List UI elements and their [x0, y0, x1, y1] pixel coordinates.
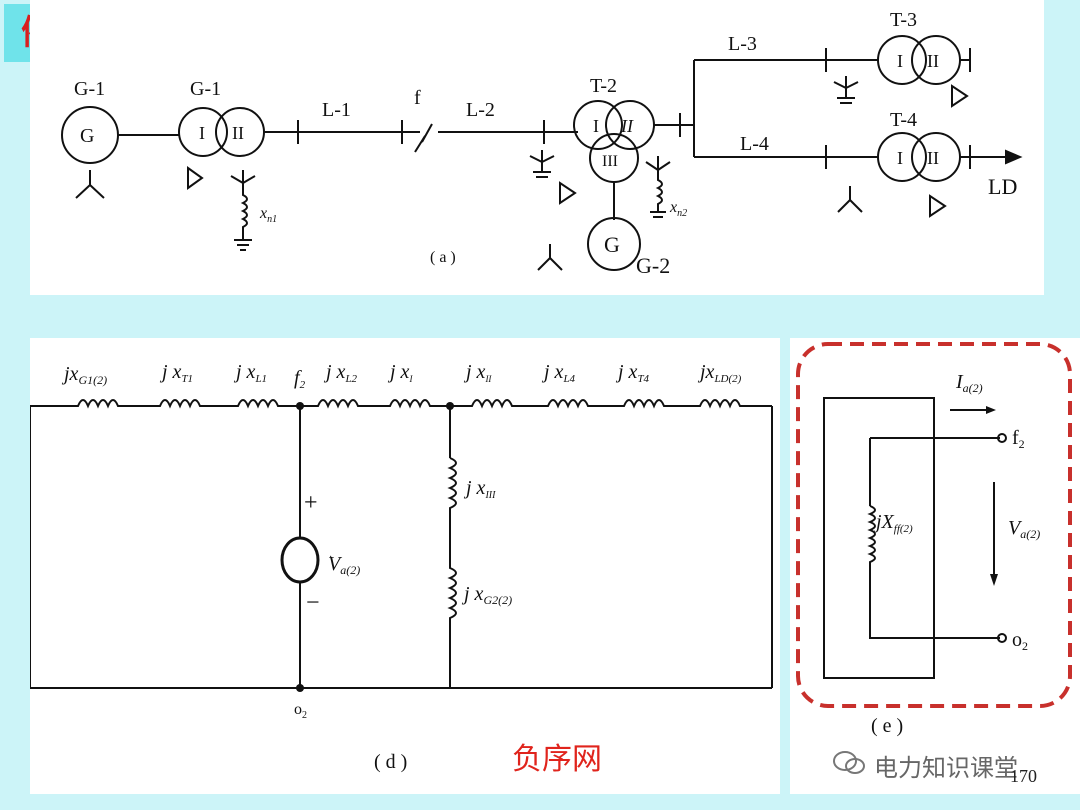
- t2-label: T-2: [590, 75, 617, 97]
- label-xld: jxLD(2): [697, 361, 742, 385]
- label-xff: jXff(2): [873, 511, 913, 535]
- label-xii: j xII: [463, 361, 492, 384]
- label-ia2: Ia(2): [955, 371, 983, 395]
- label-xl1: j xL1: [233, 361, 267, 385]
- label-xt4: j xT4: [615, 361, 650, 385]
- transformer-t1-winding1: [178, 107, 228, 157]
- node-f2: [296, 402, 304, 410]
- label-xg1: jxG1(2): [61, 363, 107, 387]
- network-subtitle: 负序网: [512, 742, 602, 777]
- t2-winding-1: I: [593, 116, 599, 136]
- label-xm: j xIII: [463, 477, 496, 501]
- g2-label: G-2: [636, 253, 670, 278]
- l3-label: L-3: [728, 33, 757, 55]
- label-e-va2: Va(2): [1008, 517, 1040, 541]
- minus-sign: −: [306, 590, 320, 616]
- xn1-label: xn1: [259, 205, 277, 225]
- node-junction: [446, 402, 454, 410]
- t1-label: G-1: [190, 78, 221, 100]
- dot-va2: ·: [329, 552, 332, 563]
- page-number: 170: [1010, 766, 1037, 786]
- highlight-border: [796, 342, 1072, 708]
- load-label: LD: [988, 174, 1017, 199]
- g1-symbol-text: G: [80, 125, 94, 147]
- t3-winding-1: I: [897, 51, 903, 71]
- negative-sequence-network: jxG1(2) j xT1 j xL1 f2 j xL2 j xI j xII …: [29, 361, 773, 773]
- t4-label: T-4: [890, 109, 917, 131]
- wechat-icon: [833, 751, 865, 774]
- single-line-diagram: G-1 G G-1 I II xn1 L-1 f L-2 T-2 I II II…: [61, 9, 1023, 278]
- l2-label: L-2: [466, 99, 495, 121]
- label-xg2: j xG2(2): [461, 583, 512, 607]
- caption-d: ( d ): [374, 751, 407, 773]
- l1-label: L-1: [322, 99, 351, 121]
- caption-a: ( a ): [430, 249, 456, 266]
- label-xl4: j xL4: [541, 361, 576, 385]
- label-xi: j xI: [387, 361, 413, 384]
- label-f2: f2: [294, 367, 306, 391]
- t2-winding-2: II: [620, 116, 634, 136]
- label-va2: Va(2): [328, 553, 360, 577]
- g1-label: G-1: [74, 78, 105, 100]
- equivalent-circuit-panel: Ia(2) f2 o2 Va(2) jXff(2) ( e ): [790, 338, 1080, 794]
- terminal-f2: [997, 433, 1007, 443]
- node-o2: [296, 684, 304, 692]
- terminal-o2: [997, 633, 1007, 643]
- label-xt1: j xT1: [159, 361, 193, 385]
- t4-winding-2: II: [927, 148, 939, 168]
- equivalent-circuit: Ia(2) f2 o2 Va(2) jXff(2) ( e ): [796, 342, 1072, 737]
- label-xl2: j xL2: [323, 361, 358, 385]
- t2-winding-3: III: [602, 153, 618, 170]
- xn2-label: xn2: [669, 199, 687, 219]
- label-e-o2: o2: [1012, 629, 1028, 653]
- t4-winding-1: I: [897, 148, 903, 168]
- label-e-f2: f2: [1012, 427, 1025, 451]
- label-o2: o2: [294, 701, 307, 721]
- t1-winding-2: II: [232, 123, 244, 143]
- fault-label: f: [414, 87, 421, 109]
- g2-symbol-text: G: [604, 232, 620, 257]
- t3-winding-2: II: [927, 51, 939, 71]
- single-line-diagram-panel: G-1 G G-1 I II xn1 L-1 f L-2 T-2 I II II…: [30, 0, 1044, 295]
- plus-sign: +: [304, 490, 318, 516]
- t1-winding-1: I: [199, 123, 205, 143]
- t3-label: T-3: [890, 9, 917, 31]
- watermark-text: 电力知识课堂: [874, 754, 1018, 782]
- negative-sequence-network-panel: jxG1(2) j xT1 j xL1 f2 j xL2 j xI j xII …: [29, 338, 780, 794]
- caption-e: ( e ): [871, 715, 903, 737]
- l4-label: L-4: [740, 133, 769, 155]
